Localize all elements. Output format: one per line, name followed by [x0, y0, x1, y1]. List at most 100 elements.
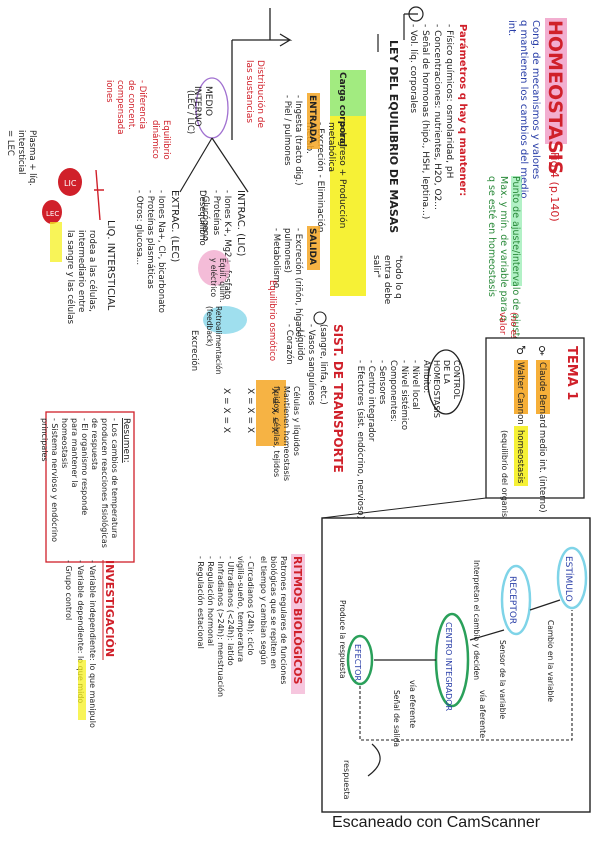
loop-note-text-0: Cambio en la variable [546, 620, 555, 702]
loop-note-2: Interpretan el cambio y deciden [472, 560, 481, 680]
via-eferente: vía eferente [408, 680, 417, 728]
investigacion-block: INVESTIGACIÓN - Variable independiente: … [64, 560, 116, 728]
salida-2: - Metabolismo [271, 228, 281, 288]
feedback-loop-box [321, 517, 591, 813]
tema-row-0: Claude Bernard medio int. (interno) [537, 362, 547, 513]
investigacion-hl [78, 660, 86, 720]
red-double-arrow [94, 169, 104, 221]
ley-equilibrio-block: LEY DEL EQUILIBRIO DE MASAS "todo lo q e… [371, 40, 403, 305]
homeostasis-ref: Fig 4 (p.140) [548, 152, 561, 222]
sist-1: - Líquido [295, 324, 305, 361]
respuesta-block: respuesta [342, 760, 351, 800]
cells-note: Células y líquidos Mantienen homeostasis… [272, 386, 302, 481]
cells-note-0: Células y líquidos [292, 386, 302, 456]
dinamico-1: y eléctrico [209, 258, 218, 297]
lec-block: EXTRAC. (LEC) - Iones Na+, Cl-, bicarbon… [134, 190, 180, 313]
cells-note-1: Mantienen homeostasis [282, 386, 291, 481]
set-point-highlight [511, 176, 522, 286]
via-aferente: vía aferente [478, 690, 487, 738]
liq-def-2: la sangre y las células [65, 230, 76, 325]
resumen-block: Resumen: - Los cambios de temperatura pr… [40, 418, 131, 548]
variable-note-0: (no es un [508, 312, 518, 354]
scanner-footer: Escaneado con CamScanner [332, 814, 541, 831]
liq-highlight [50, 222, 62, 262]
entrada-highlight [307, 93, 320, 149]
tema-row-1: Walter Cannon homeostasis [515, 362, 525, 484]
liq-intersticial-block: LIQ. INTERSTICIAL [105, 220, 116, 311]
resumen-2: de respuesta [90, 418, 99, 470]
efector-node [346, 634, 374, 686]
tema-row-1-left: Walter Cannon [515, 362, 525, 425]
med-int-note: (LEC / LIC) [185, 90, 195, 134]
parametros-0: - Físico químicos: osmolaridad, pH [444, 24, 454, 178]
control-3: Componentes: [388, 360, 398, 422]
med-int-note-0: (LEC / LIC) [185, 90, 195, 134]
homeostasis-highlight [545, 18, 567, 144]
estimulo-label-block: ESTÍMULO [563, 556, 575, 602]
investigacion-title: INVESTIGACIÓN [103, 560, 116, 657]
via-eferente-block: vía eferente [408, 680, 417, 728]
variable-note-1: valor fijo) [497, 312, 507, 355]
desequilibrio-label: Desequilibrio [197, 190, 207, 246]
resumen-3: - El organismo responde [80, 418, 89, 515]
loop-arrow [469, 629, 505, 641]
loop-note-4: Produce la respuesta [338, 600, 347, 679]
drop-icon [42, 200, 62, 224]
tema-box [485, 337, 585, 499]
equilibrio-table: X = X = X [269, 388, 279, 433]
entrada-1: - Piel / pulmones [282, 95, 292, 166]
receptor-label: RECEPTOR [507, 576, 517, 624]
investigacion-1: - Variable dependiente: lo que mido [76, 560, 85, 703]
tema-row-0-right: medio int. (interno) [537, 430, 547, 513]
resumen-box [45, 411, 135, 563]
exc-block: Excreción [189, 330, 200, 371]
homeostasis-def-0: Cong. de mecanismos y valores [530, 20, 541, 179]
lic-label: INTRAC. (LIC) [235, 190, 246, 256]
respuesta-squiggle [367, 743, 381, 777]
loop-note-3: Señal de salida [392, 690, 401, 747]
plasma-note: Plasma + líq. intersticial = LEC [5, 130, 37, 186]
medio-interno-0: MEDIO [203, 86, 213, 116]
ritmos-def-2: el tiempo y cambian según [259, 556, 268, 665]
investigacion-0: - Variable independiente: lo que manipul… [88, 560, 97, 728]
respuesta-label: respuesta [342, 760, 351, 800]
centro-label-block: CENTRO INTEGRADOR [444, 622, 453, 712]
ley-title: LEY DEL EQUILIBRIO DE MASAS [387, 40, 400, 233]
control-title-block: CONTROL DE LA HOMEOSTASIS [432, 360, 461, 418]
estimulo-node [556, 546, 588, 610]
lic-2: - Glucógeno [200, 190, 211, 241]
equilibrio-bubble [198, 250, 230, 286]
sist-0: - Vasos sanguíneos [306, 324, 316, 406]
loop-note-text-4: Produce la respuesta [338, 600, 347, 679]
lec-1: - Proteínas plasmáticas [145, 190, 155, 289]
homeostasis-def-2: int. [506, 20, 517, 36]
eq-row-2: X = X = X [221, 388, 231, 433]
homeostasis-title: HOMEOSTASIS [544, 20, 566, 174]
set-point-1: Max. y mín. de variable para q [498, 176, 509, 321]
ritmos-5: - Regulación estacional [196, 556, 206, 649]
liq-def-0: rodea a las células, [87, 230, 98, 312]
plasma-note-0: Plasma + líq. [27, 130, 37, 186]
control-4: - Sensores [377, 360, 387, 405]
lec-note-3: iones [104, 80, 114, 103]
sist-2: - Corazón [284, 324, 295, 365]
dinamico-note-1: dinámico [150, 120, 160, 159]
formula-part-2: - Excreción - Eliminación [315, 122, 326, 232]
ritmos-def-1: biológicas que se repiten en [269, 556, 279, 669]
formula-green-highlight [330, 70, 366, 116]
eq-row-1: X = X = X [245, 388, 255, 433]
parametros-1: - Concentraciones: nutrientes, H2O, O2..… [432, 24, 442, 210]
person-icon: ♀ [538, 344, 546, 357]
control-2: - Nivel sistémico [399, 360, 410, 430]
ritmos-title: RITMOS BIOLÓGICOS [291, 556, 304, 684]
tema-row-hl-1 [514, 360, 528, 414]
loop-note-0: Cambio en la variable [546, 620, 555, 702]
lec-note-2: compensada [115, 80, 125, 134]
desequilibrio-block: Desequilibrio [197, 190, 207, 246]
sist-title: SIST. DE TRANSPORTE [331, 324, 345, 473]
equilibrio-osm: Equilibrio osmótico [267, 280, 278, 361]
resumen-7: principales [40, 418, 49, 462]
receptor-label-block: RECEPTOR [507, 576, 517, 624]
salida-label: SALIDA [307, 228, 317, 265]
